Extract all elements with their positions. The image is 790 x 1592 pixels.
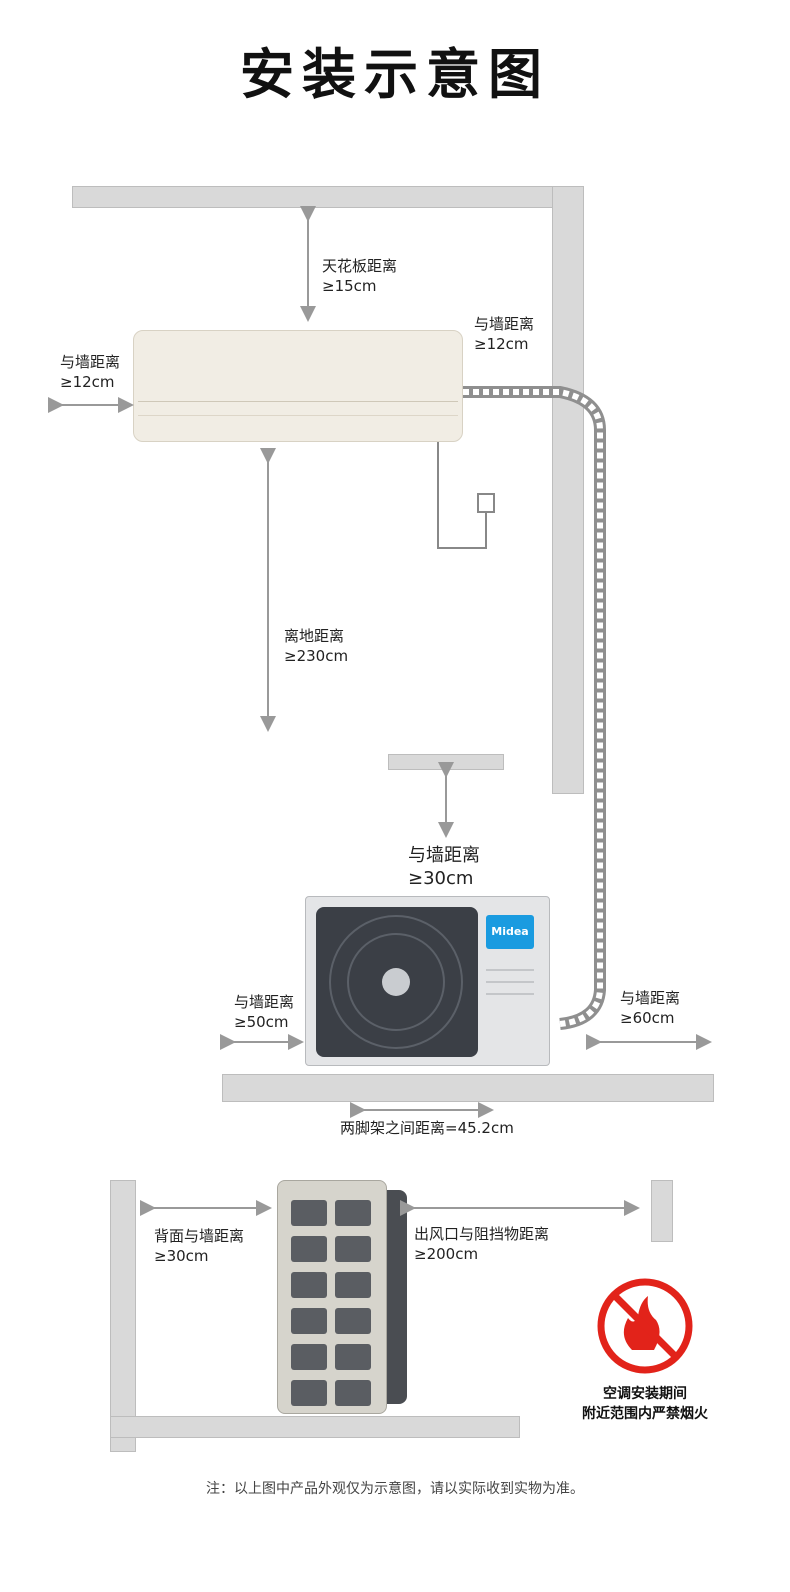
- ceiling-distance-name: 天花板距离: [322, 257, 398, 275]
- side-floor: [110, 1416, 520, 1438]
- vent-slot: [486, 981, 534, 983]
- fire-warning-line1: 空调安装期间: [603, 1386, 687, 1402]
- feet-distance-label: 两脚架之间距离=45.2cm: [340, 1119, 514, 1137]
- side-obstacle: [651, 1180, 673, 1242]
- fan-ring: [347, 933, 445, 1031]
- fire-warning-line2: 附近范围内严禁烟火: [582, 1406, 708, 1422]
- no-fire-icon: [597, 1278, 693, 1374]
- refrigerant-pipe-inner: [463, 389, 603, 1027]
- left-wall-distance-value: ≥12cm: [60, 373, 115, 391]
- side-back-distance-value: ≥30cm: [154, 1247, 209, 1265]
- floor-distance-value: ≥230cm: [284, 647, 349, 665]
- right-wall: [552, 186, 584, 794]
- left-wall-distance-name: 与墙距离: [60, 353, 121, 371]
- outdoor-left-distance-label: 与墙距离 ≥50cm: [234, 992, 294, 1032]
- fan-ring: [329, 915, 463, 1049]
- outdoor-back-distance-name: 与墙距离: [408, 845, 480, 866]
- vent-slot: [486, 993, 534, 995]
- outdoor-unit-side-back: [387, 1190, 407, 1404]
- outdoor-right-distance-label: 与墙距离 ≥60cm: [620, 988, 680, 1028]
- fire-warning: 空调安装期间 附近范围内严禁烟火: [560, 1384, 730, 1424]
- drain-pipe: [437, 442, 487, 549]
- side-unit-grille: [291, 1200, 371, 1406]
- right-wall-distance-name: 与墙距离: [474, 315, 535, 333]
- fan-hub: [382, 968, 410, 996]
- outdoor-right-distance-name: 与墙距离: [620, 989, 681, 1007]
- right-wall-distance-value: ≥12cm: [474, 335, 529, 353]
- left-wall-distance-label: 与墙距离 ≥12cm: [60, 352, 120, 392]
- ceiling-distance-label: 天花板距离 ≥15cm: [322, 256, 397, 296]
- footnote: 注：以上图中产品外观仅为示意图，请以实际收到实物为准。: [206, 1481, 584, 1497]
- side-front-distance-value: ≥200cm: [414, 1245, 479, 1263]
- indoor-unit-panel-line: [138, 415, 458, 416]
- side-front-distance-name: 出风口与阻挡物距离: [414, 1225, 550, 1243]
- indoor-unit-vent-line: [138, 401, 458, 402]
- side-front-distance-label: 出风口与阻挡物距离 ≥200cm: [414, 1224, 549, 1264]
- outdoor-right-distance-value: ≥60cm: [620, 1009, 675, 1027]
- floor-distance-name: 离地距离: [284, 627, 345, 645]
- page-title: 安装示意图: [240, 43, 550, 106]
- floor-distance-label: 离地距离 ≥230cm: [284, 626, 348, 666]
- outdoor-unit: Midea: [305, 896, 550, 1066]
- midea-logo-badge: Midea: [486, 915, 534, 949]
- ceiling-distance-value: ≥15cm: [322, 277, 377, 295]
- outdoor-back-distance-value: ≥30cm: [408, 868, 474, 889]
- indoor-unit: [133, 330, 463, 442]
- drain-outlet: [477, 493, 495, 513]
- outdoor-back-distance-label: 与墙距离 ≥30cm: [408, 844, 480, 890]
- right-wall-distance-label: 与墙距离 ≥12cm: [474, 314, 534, 354]
- vent-slot: [486, 969, 534, 971]
- side-left-wall: [110, 1180, 136, 1452]
- outdoor-left-distance-value: ≥50cm: [234, 1013, 289, 1031]
- ground-slab: [222, 1074, 714, 1102]
- outdoor-left-distance-name: 与墙距离: [234, 993, 295, 1011]
- side-back-distance-name: 背面与墙距离: [154, 1227, 245, 1245]
- refrigerant-pipe: [463, 386, 606, 1030]
- side-back-distance-label: 背面与墙距离 ≥30cm: [154, 1226, 244, 1266]
